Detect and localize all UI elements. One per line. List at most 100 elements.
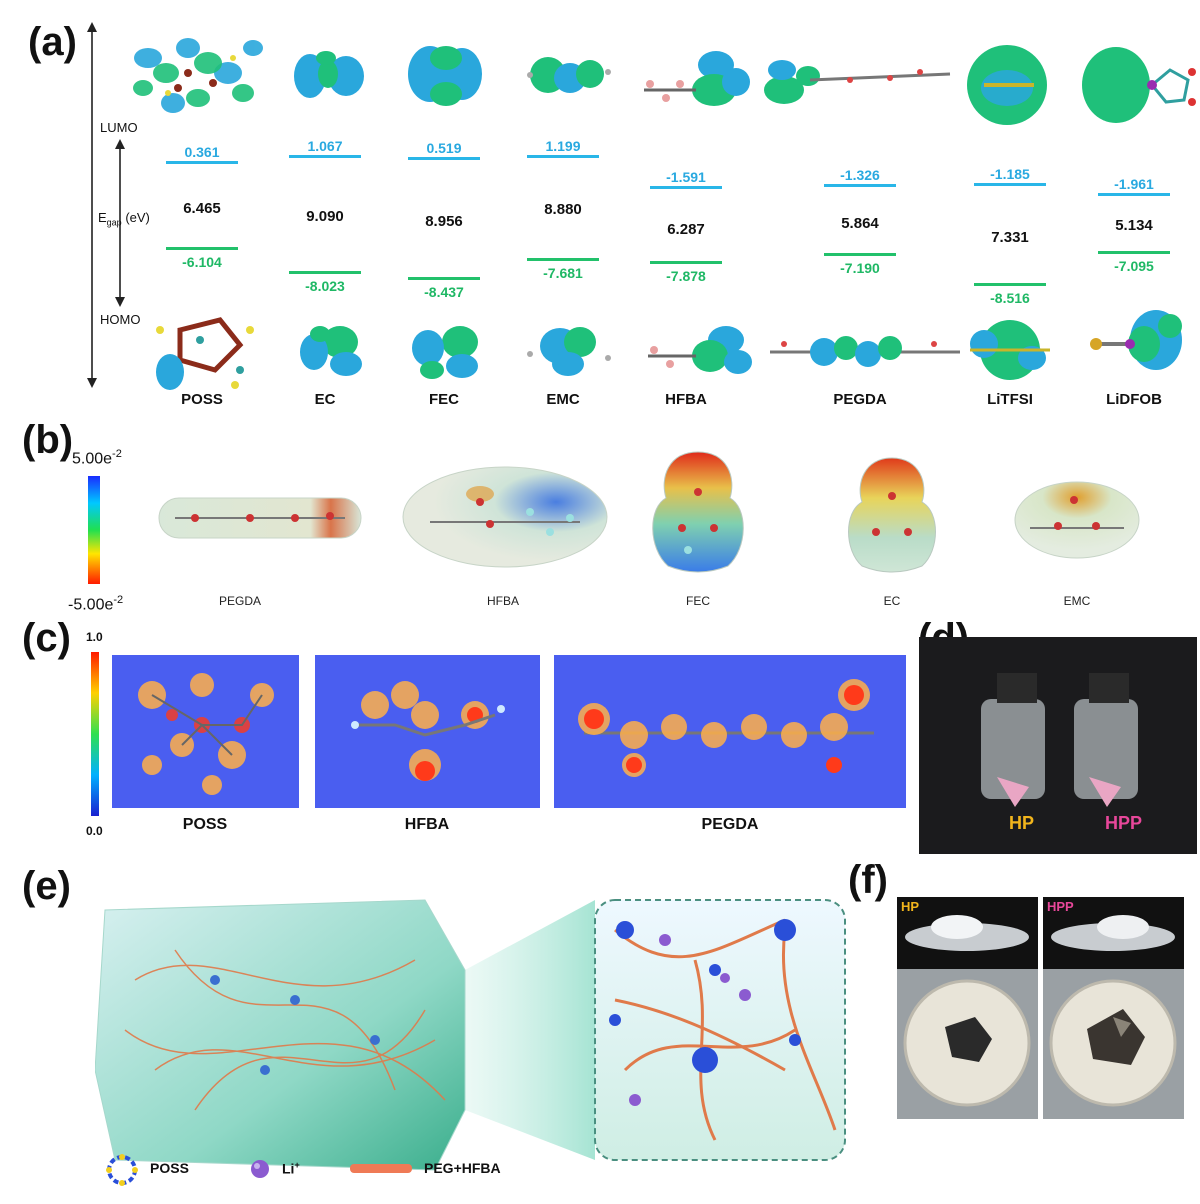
mol-name-litfsi: LiTFSI <box>987 391 1033 408</box>
lumo-value-ec: 1.067 <box>307 138 343 154</box>
esp-surface-fec <box>652 451 744 573</box>
homo-line-litfsi <box>974 283 1046 286</box>
homo-orbital-lidfob <box>1090 310 1182 370</box>
lumo-line-emc <box>527 155 599 158</box>
homo-axis-label: HOMO <box>100 312 141 327</box>
gap-value-lidfob: 5.134 <box>1115 217 1153 234</box>
elf-map-pegda <box>554 655 906 808</box>
gap-value-poss: 6.465 <box>183 200 221 217</box>
dish-photo-hp: HP <box>897 897 1038 1119</box>
homo-orbital-litfsi <box>970 320 1050 380</box>
elf-name-hfba: HFBA <box>404 816 450 833</box>
elf-map-hfba <box>315 655 540 808</box>
lumo-orbital-ec <box>294 51 364 98</box>
homo-line-poss <box>166 247 238 250</box>
panel-e-label: (e) <box>22 864 71 908</box>
mol-name-pegda: PEGDA <box>833 391 887 408</box>
homo-value-emc: -7.681 <box>543 265 583 281</box>
esp-scale-max-value: 5.00e <box>72 450 113 468</box>
homo-line-fec <box>408 277 480 280</box>
homo-line-hfba <box>650 261 722 264</box>
panel-c-label: (c) <box>22 616 71 660</box>
elf-colorbar <box>91 652 99 816</box>
esp-scale-max: 5.00e-2 <box>72 448 122 468</box>
lumo-line-pegda <box>824 184 896 187</box>
legend-li-sup: + <box>294 1160 300 1170</box>
homo-line-pegda <box>824 253 896 256</box>
legend-label-poss: POSS <box>150 1160 189 1176</box>
homo-line-lidfob <box>1098 251 1170 254</box>
egap-subscript: gap <box>106 217 122 228</box>
homo-value-pegda: -7.190 <box>840 260 880 276</box>
lumo-orbital-litfsi <box>967 45 1047 125</box>
lumo-orbital-lidfob <box>1082 47 1196 123</box>
homo-value-fec: -8.437 <box>424 284 464 300</box>
gap-value-emc: 8.880 <box>544 201 582 218</box>
gap-value-fec: 8.956 <box>425 213 463 230</box>
mol-name-fec: FEC <box>429 391 459 408</box>
esp-scale-min-value: -5.00e <box>68 596 114 614</box>
lumo-value-fec: 0.519 <box>426 140 462 156</box>
homo-value-poss: -6.104 <box>182 254 222 270</box>
lumo-value-hfba: -1.591 <box>666 169 706 185</box>
elf-scale-min: 0.0 <box>86 824 103 838</box>
esp-surface-ec <box>848 457 936 573</box>
energy-axis-arrow <box>87 22 97 388</box>
elf-map-poss <box>112 655 299 808</box>
mol-name-poss: POSS <box>181 391 223 408</box>
gap-value-pegda: 5.864 <box>841 215 879 232</box>
esp-surface-pegda <box>158 497 362 539</box>
dish-label-hpp: HPP <box>1047 899 1074 914</box>
lumo-value-lidfob: -1.961 <box>1114 176 1154 192</box>
homo-line-emc <box>527 258 599 261</box>
lumo-line-fec <box>408 157 480 160</box>
homo-orbital-pegda <box>770 336 960 367</box>
lumo-orbital-hfba <box>644 51 750 106</box>
mol-name-lidfob: LiDFOB <box>1106 391 1162 408</box>
legend-li-text: Li <box>282 1160 295 1177</box>
vial-label-hp: HP <box>1009 813 1035 833</box>
egap-axis-label: Egap (eV) <box>98 210 150 228</box>
mol-name-emc: EMC <box>546 391 580 408</box>
vials-photo: HP HPP <box>919 637 1197 854</box>
gap-value-ec: 9.090 <box>306 208 344 225</box>
egap-arrow <box>115 139 125 307</box>
homo-orbital-fec <box>412 326 478 379</box>
egap-unit: (eV) <box>121 210 150 225</box>
lumo-line-lidfob <box>1098 193 1170 196</box>
homo-orbital-poss <box>156 317 254 390</box>
elf-name-pegda: PEGDA <box>701 816 759 833</box>
esp-surface-hfba <box>402 466 608 568</box>
lumo-orbital-fec <box>408 46 482 106</box>
elf-name-poss: POSS <box>182 816 228 833</box>
esp-scale-min-exp: -2 <box>113 594 124 606</box>
lumo-axis-label: LUMO <box>100 120 138 135</box>
dish-photo-hpp: HPP <box>1043 897 1184 1119</box>
lumo-orbital-emc <box>527 57 611 93</box>
lumo-orbital-poss <box>133 38 263 113</box>
panel-f-label: (f) <box>848 858 888 902</box>
mol-name-ec: EC <box>314 391 336 408</box>
legend-label-li: Li+ <box>282 1160 300 1177</box>
esp-surface-emc <box>1014 481 1140 559</box>
li-ion-legend-icon <box>251 1160 269 1178</box>
homo-orbital-hfba <box>648 326 752 374</box>
esp-name-hfba: HFBA <box>486 594 519 608</box>
panel-a-label: (a) <box>28 20 77 64</box>
esp-name-fec: FEC <box>686 594 710 608</box>
poss-legend-icon <box>106 1154 138 1186</box>
lumo-line-poss <box>166 161 238 164</box>
legend-label-peg-hfba: PEG+HFBA <box>424 1160 501 1176</box>
esp-colorbar <box>88 476 100 584</box>
lumo-line-hfba <box>650 186 722 189</box>
panel-b-label: (b) <box>22 418 74 462</box>
gel-network-illustration <box>95 899 846 1171</box>
lumo-value-litfsi: -1.185 <box>990 166 1030 182</box>
lumo-value-emc: 1.199 <box>545 138 581 154</box>
homo-orbital-ec <box>300 326 362 376</box>
gap-value-hfba: 6.287 <box>667 221 705 238</box>
esp-name-emc: EMC <box>1063 594 1091 608</box>
mol-name-hfba: HFBA <box>665 391 707 408</box>
lumo-line-litfsi <box>974 183 1046 186</box>
elf-scale-max: 1.0 <box>86 630 103 644</box>
